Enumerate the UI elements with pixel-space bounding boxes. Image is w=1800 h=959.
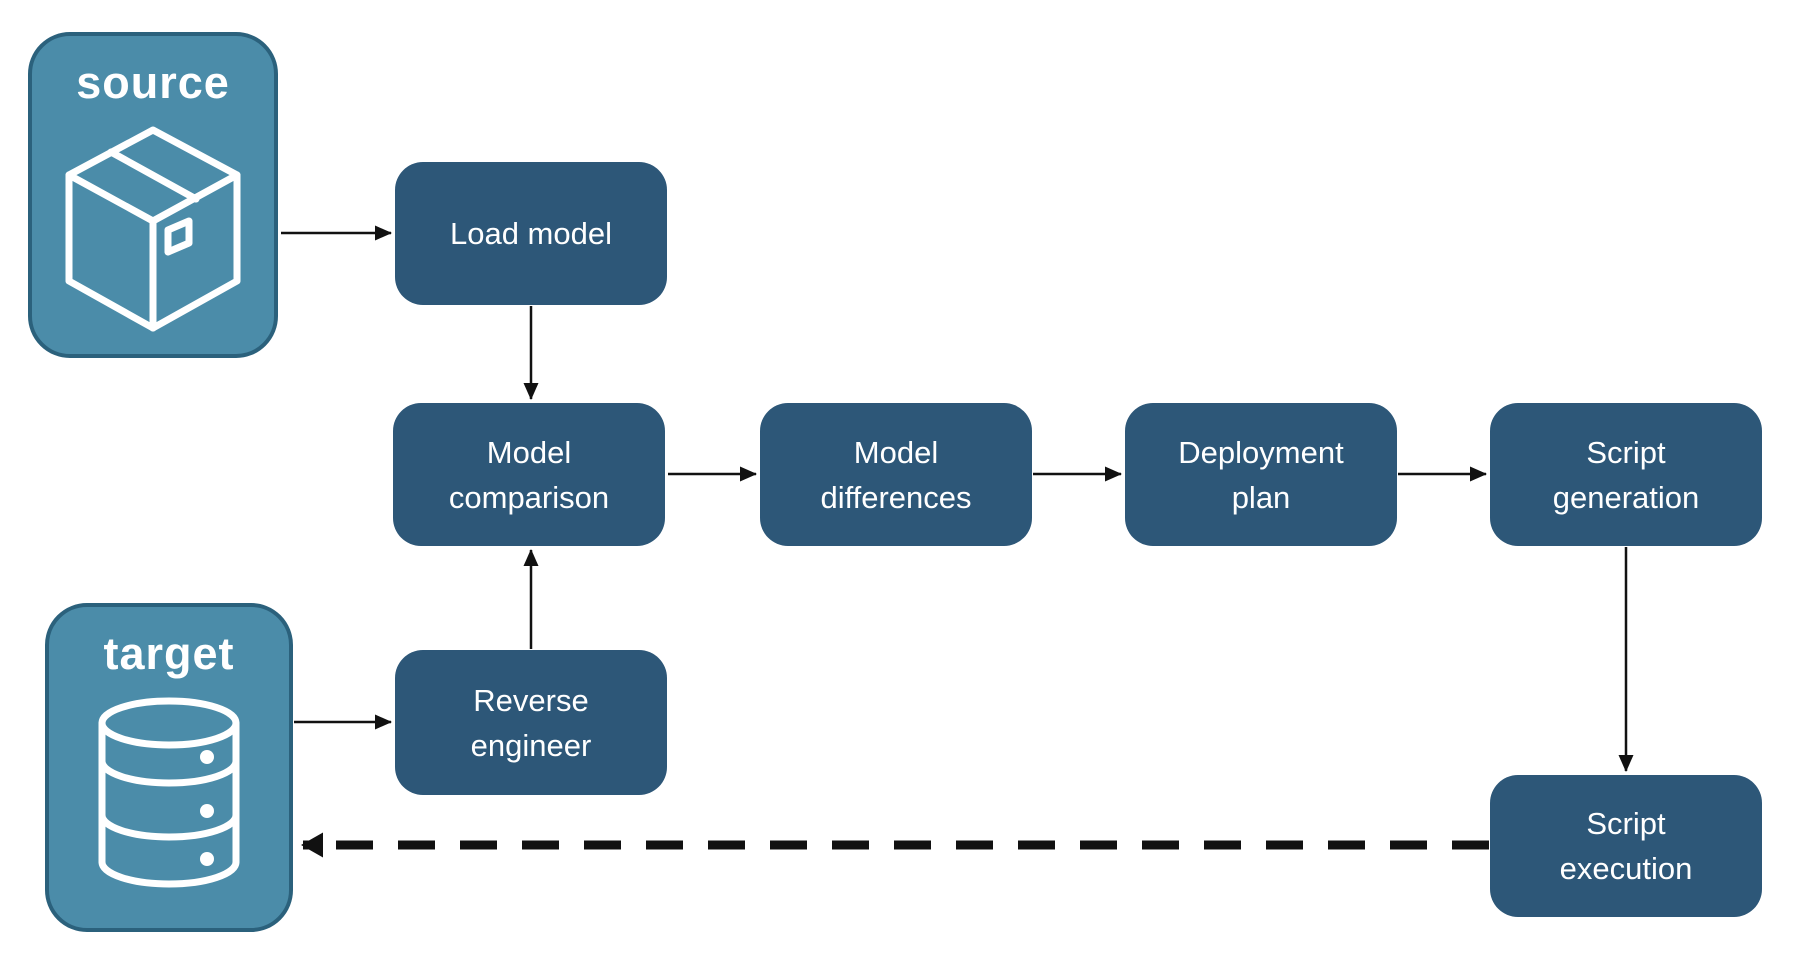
process-model-comparison: Model comparison bbox=[393, 403, 665, 546]
process-label: Script generation bbox=[1552, 434, 1700, 515]
process-label: Deployment plan bbox=[1178, 434, 1344, 515]
process-script-generation: Script generation bbox=[1490, 403, 1762, 546]
process-reverse-engineer: Reverse engineer bbox=[395, 650, 667, 795]
process-label: Model comparison bbox=[448, 434, 610, 515]
package-icon bbox=[65, 126, 241, 331]
process-script-execution: Script execution bbox=[1490, 775, 1762, 917]
source-label: source bbox=[76, 57, 230, 108]
target-label: target bbox=[103, 628, 235, 679]
process-label: Load model bbox=[449, 216, 612, 251]
process-deployment-plan: Deployment plan bbox=[1125, 403, 1397, 546]
entity-target: target bbox=[45, 603, 293, 932]
process-label: Reverse engineer bbox=[470, 682, 592, 763]
database-icon bbox=[98, 697, 240, 887]
process-load-model: Load model bbox=[395, 162, 667, 305]
entity-source: source bbox=[28, 32, 278, 358]
process-model-differences: Model differences bbox=[760, 403, 1032, 546]
process-label: Script execution bbox=[1559, 806, 1693, 886]
process-label: Model differences bbox=[820, 434, 972, 515]
